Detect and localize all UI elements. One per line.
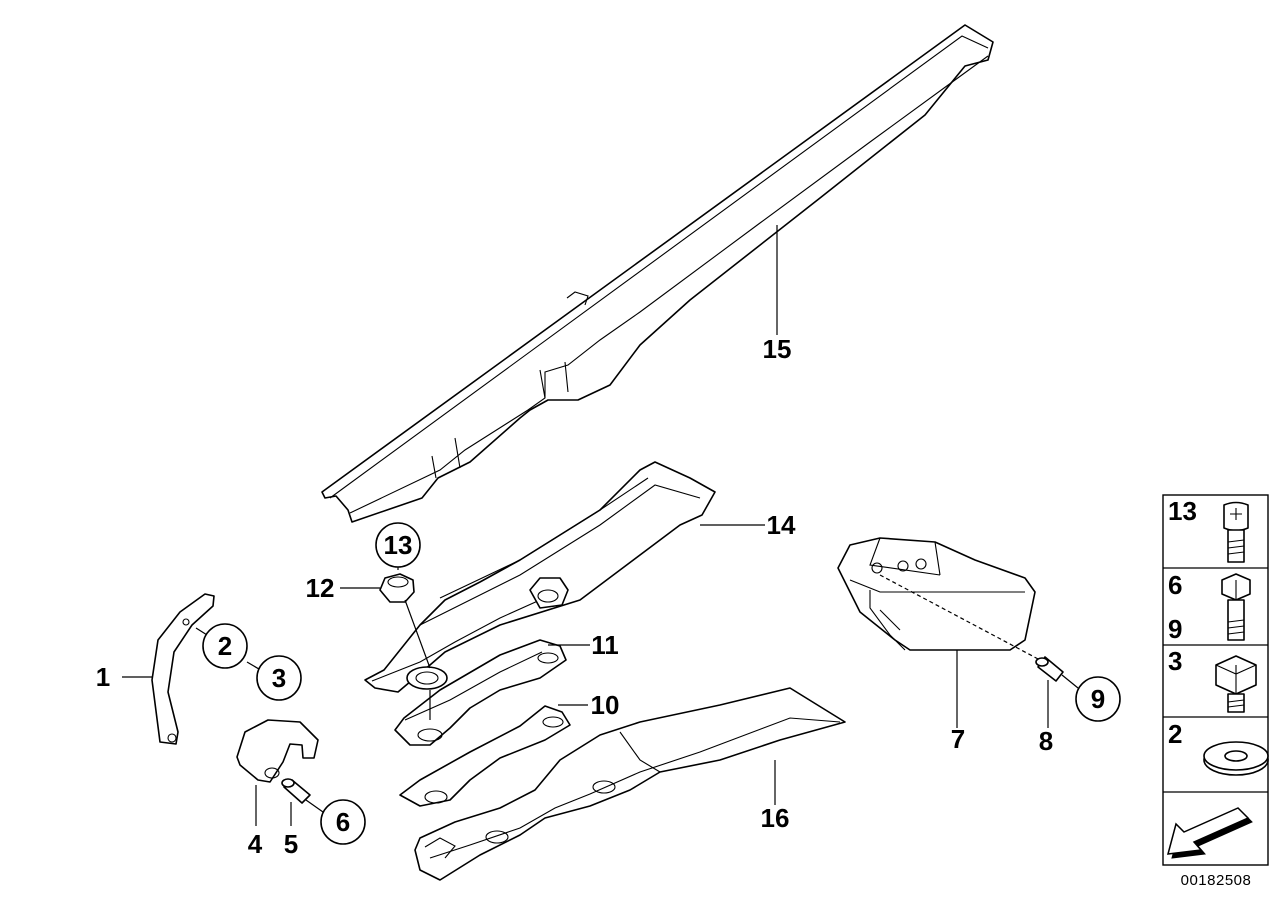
label-8: 8 (1039, 726, 1053, 756)
label-4: 4 (248, 829, 263, 859)
part-14-chain-slider (364, 461, 716, 693)
callout-circle-9 (1075, 676, 1121, 722)
callout-circle-3 (256, 655, 302, 701)
label-3: 3 (272, 663, 286, 693)
label-2: 2 (218, 631, 232, 661)
part-7-tensioner (837, 537, 1036, 651)
label-16: 16 (761, 803, 790, 833)
direction-arrow-icon (1166, 807, 1253, 859)
part-5-pin (281, 778, 311, 804)
label-12: 12 (306, 573, 335, 603)
hex-bolt-icon (1221, 573, 1251, 641)
label-11: 11 (591, 630, 619, 660)
part-12-cap (379, 573, 415, 603)
callout-circle-13 (375, 522, 421, 568)
leader-lines (122, 225, 1079, 826)
legend-num-2: 2 (1168, 719, 1182, 749)
label-7: 7 (951, 724, 965, 754)
part-8-pin (1035, 656, 1064, 682)
part-4-clamp (236, 719, 319, 783)
label-6: 6 (336, 807, 350, 837)
label-15: 15 (763, 334, 792, 364)
hex-bolt-short-icon (1215, 655, 1257, 713)
label-1: 1 (96, 662, 110, 692)
legend-num-13: 13 (1168, 496, 1197, 526)
part-10-plate (399, 705, 571, 807)
callout-circle-2 (202, 623, 248, 669)
legend-num-6: 6 (1168, 570, 1182, 600)
label-14: 14 (767, 510, 796, 540)
callout-circle-6 (320, 799, 366, 845)
part-16-lower-guard (414, 687, 846, 881)
label-9: 9 (1091, 684, 1105, 714)
washer-icon (1203, 741, 1269, 776)
torx-screw-icon (1223, 501, 1249, 563)
document-number: 00182508 (1181, 872, 1252, 889)
label-13: 13 (384, 530, 413, 560)
part-labels: 1 2 3 4 5 6 7 8 9 10 11 12 13 14 15 16 (96, 334, 1105, 859)
legend-num-3: 3 (1168, 646, 1182, 676)
part-1-bracket (151, 593, 215, 745)
part-15-chain-guard (321, 24, 994, 523)
label-5: 5 (284, 829, 298, 859)
callout-circles (202, 522, 1121, 845)
legend-num-9: 9 (1168, 614, 1182, 644)
label-10: 10 (591, 690, 620, 720)
part-11-plate (394, 639, 567, 746)
hardware-legend: 13 6 9 3 2 (1162, 494, 1269, 866)
